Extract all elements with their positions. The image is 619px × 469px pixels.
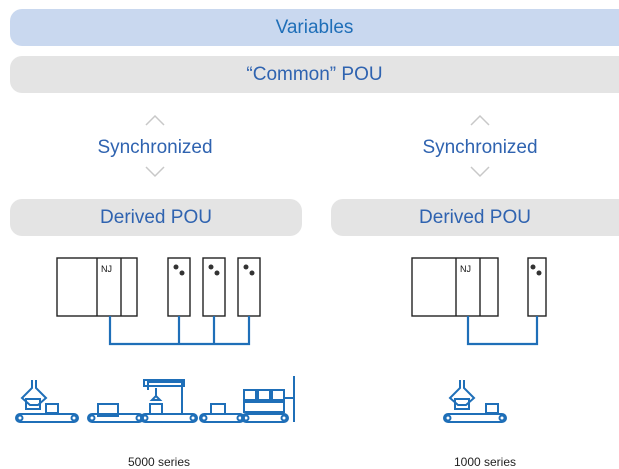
machine-line-right	[443, 380, 507, 423]
common-pou-label: “Common” POU	[246, 63, 383, 85]
chevron-up-icon	[470, 114, 490, 126]
nj-label-left: NJ	[101, 264, 112, 274]
common-pou-bar: “Common” POU	[10, 56, 619, 93]
chevron-down-icon	[470, 166, 490, 178]
conveyor-icon	[15, 413, 79, 423]
nj-label-right: NJ	[460, 264, 471, 274]
servo-drive-1	[167, 257, 191, 317]
sync-label-right: Synchronized	[422, 137, 538, 158]
servo-drive-3	[237, 257, 261, 317]
controller-group-left	[56, 257, 261, 317]
sync-label-left: Synchronized	[97, 137, 213, 158]
ethercat-network-left	[108, 316, 251, 346]
controller-group-right	[411, 257, 547, 317]
series-label-left: 5000 series	[127, 455, 191, 469]
gripper-icon	[448, 380, 476, 406]
gripper-icon	[20, 380, 48, 406]
conveyor-icon	[140, 413, 198, 423]
variables-bar: Variables	[10, 9, 619, 46]
variables-label: Variables	[275, 16, 354, 38]
machine-line-left	[15, 376, 295, 423]
cpu-unit-right	[411, 257, 499, 317]
derived-pou-label-left: Derived POU	[100, 206, 212, 228]
derived-pou-bar-left: Derived POU	[10, 199, 302, 236]
servo-drive-2	[202, 257, 226, 317]
pallet-icon	[243, 401, 285, 413]
chevron-up-icon	[145, 114, 165, 126]
series-label-right: 1000 series	[453, 455, 517, 469]
gear-icon	[173, 264, 255, 276]
conveyor-icon	[443, 413, 507, 423]
chevron-down-icon	[145, 166, 165, 178]
ethercat-network-right	[466, 316, 539, 346]
gear-icon	[530, 264, 542, 276]
derived-pou-label-right: Derived POU	[419, 206, 531, 228]
derived-pou-bar-right: Derived POU	[331, 199, 619, 236]
